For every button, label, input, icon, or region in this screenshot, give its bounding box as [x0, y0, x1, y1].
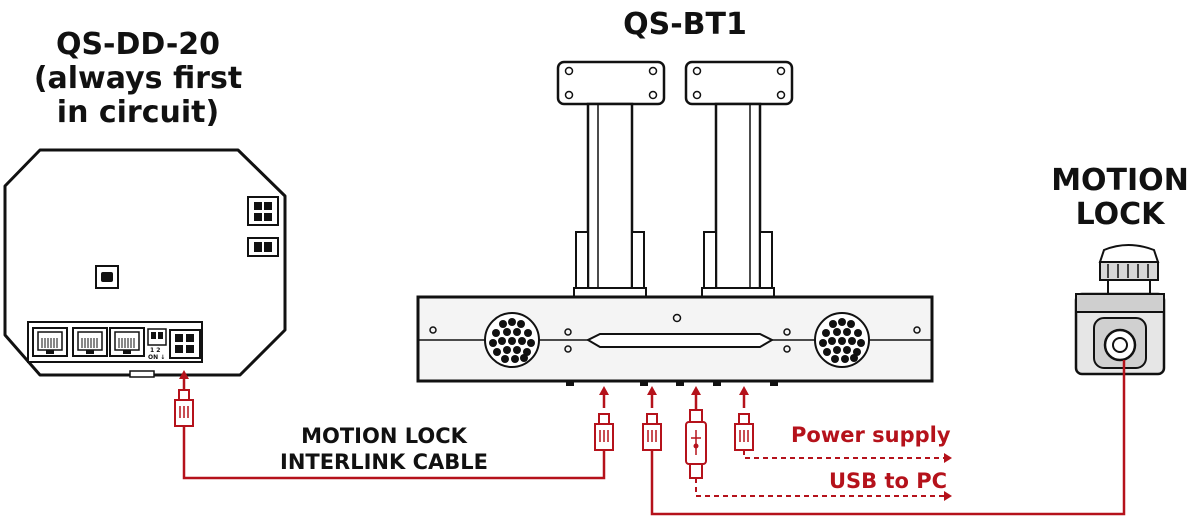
power-supply-label: Power supply: [791, 423, 951, 447]
rj-plug-icon: [642, 413, 662, 451]
qs-bt1-device: [416, 60, 934, 386]
interlink-cable: [174, 370, 614, 480]
dip-switch-numbers: 1 2: [150, 347, 160, 354]
rj-plug-icon: [594, 413, 614, 451]
motion-lock-cable: [642, 360, 1126, 516]
qs-dd-20-title: QS-DD-20 (always first in circuit): [34, 27, 242, 130]
qs-dd-20-title-line-2: (always first: [34, 61, 242, 96]
small-connector-icon: [247, 237, 279, 257]
usb-port-icon: [95, 265, 119, 289]
usb-plug-icon: [685, 409, 707, 479]
left-fan-grille-icon: [484, 312, 540, 368]
qs-dd-20-device: 1 2 ON ↓: [3, 148, 287, 378]
motion-lock-title: MOTION LOCK: [1051, 163, 1189, 232]
power-plug-icon: [734, 413, 754, 451]
dip-switch-on-label: ON ↓: [148, 354, 165, 361]
right-fan-grille-icon: [814, 312, 870, 368]
controller-motion-lock-connector: [169, 329, 201, 359]
rj45-port-icon: [109, 327, 145, 357]
power-connector-icon: [247, 196, 279, 226]
dip-switch-icon: 1 2 ON ↓: [147, 328, 167, 361]
rj-plug-icon: [174, 389, 194, 427]
usb-cable: USB to PC: [685, 386, 952, 501]
motion-lock-title-line-2: LOCK: [1076, 197, 1167, 232]
interlink-cable-label-line-1: MOTION LOCK: [301, 424, 468, 448]
qs-dd-20-title-line-1: QS-DD-20: [56, 27, 220, 62]
interlink-cable-label-line-2: INTERLINK CABLE: [280, 450, 488, 474]
power-cable: Power supply: [734, 386, 952, 463]
rj45-port-icon: [72, 327, 108, 357]
usb-to-pc-label: USB to PC: [829, 469, 947, 493]
qs-bt1-title: QS-BT1: [623, 7, 747, 42]
interlink-cable-label: MOTION LOCK INTERLINK CABLE: [280, 424, 488, 474]
qs-dd-20-title-line-3: in circuit): [57, 95, 219, 130]
motion-lock-device: [1074, 244, 1166, 376]
rj45-port-icon: [32, 327, 68, 357]
motion-lock-title-line-1: MOTION: [1051, 163, 1189, 198]
